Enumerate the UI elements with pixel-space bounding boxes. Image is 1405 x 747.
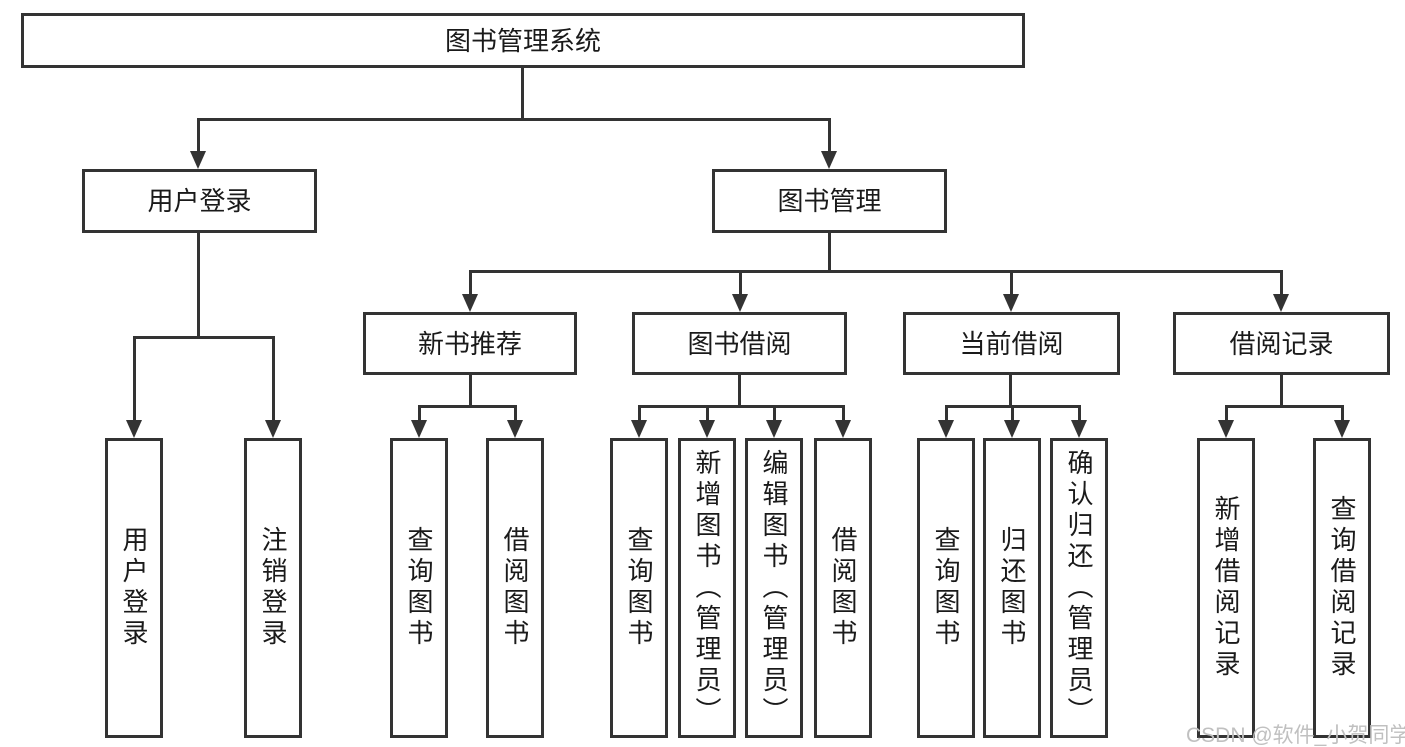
connector-arrowhead (190, 151, 206, 169)
connector-stem (773, 405, 776, 422)
connector-branch (133, 336, 275, 339)
node-label: 当前借阅 (959, 328, 1064, 359)
leaf-record-query: 查询借阅记录 (1313, 438, 1371, 738)
connector-arrowhead (265, 420, 281, 438)
connector-arrowhead (835, 420, 851, 438)
node-book-management: 图书管理 (712, 169, 947, 233)
node-label: 借阅图书 (500, 526, 530, 650)
connector-arrowhead (411, 420, 427, 438)
leaf-current-query-book: 查询图书 (917, 438, 975, 738)
connector-arrowhead (732, 294, 748, 312)
node-label: 新书推荐 (417, 328, 522, 359)
connector-arrowhead (507, 420, 523, 438)
node-borrow-record: 借阅记录 (1173, 312, 1390, 375)
node-label: 归还图书 (997, 526, 1027, 650)
leaf-logout-login: 注销登录 (244, 438, 302, 738)
leaf-borrow-add-book-admin: 新增图书（管理员） (678, 438, 736, 738)
connector-arrowhead (1004, 420, 1020, 438)
connector-stem (638, 405, 641, 422)
node-current-borrow: 当前借阅 (903, 312, 1120, 375)
connector-stem (272, 336, 275, 422)
connector-arrowhead (462, 294, 478, 312)
node-label: 查询图书 (931, 526, 961, 650)
connector-stem (739, 270, 742, 296)
connector-branch (469, 270, 1283, 273)
leaf-record-add: 新增借阅记录 (1197, 438, 1255, 738)
connector-arrowhead (699, 420, 715, 438)
connector-stem (418, 405, 421, 422)
connector-arrowhead (766, 420, 782, 438)
leaf-recommend-borrow-book: 借阅图书 (486, 438, 544, 738)
connector-stem (706, 405, 709, 422)
connector-stem (1341, 405, 1344, 422)
node-label: 注销登录 (258, 526, 288, 650)
connector-stem (514, 405, 517, 422)
connector-arrowhead (821, 151, 837, 169)
node-book-borrow: 图书借阅 (632, 312, 847, 375)
connector-stem (1078, 405, 1081, 422)
node-label: 图书管理系统 (444, 25, 601, 56)
connector-arrowhead (1003, 294, 1019, 312)
connector-stem (469, 375, 472, 408)
csdn-watermark: CSDN @软件_小贺同学 (1186, 724, 1405, 747)
connector-stem (133, 336, 136, 422)
leaf-recommend-query-book: 查询图书 (390, 438, 448, 738)
connector-branch (197, 118, 831, 121)
leaf-current-confirm-return-admin: 确认归还（管理员） (1050, 438, 1108, 738)
node-label: 借阅图书 (828, 526, 858, 650)
connector-stem (521, 68, 524, 120)
connector-stem (738, 375, 741, 408)
node-label: 新增图书（管理员） (692, 448, 722, 728)
connector-stem (828, 233, 831, 273)
node-label: 查询借阅记录 (1327, 495, 1357, 681)
leaf-borrow-edit-book-admin: 编辑图书（管理员） (745, 438, 803, 738)
connector-arrowhead (126, 420, 142, 438)
connector-branch (1225, 405, 1344, 408)
node-label: 新增借阅记录 (1211, 495, 1241, 681)
connector-branch (638, 405, 845, 408)
node-label: 图书借阅 (687, 328, 792, 359)
connector-stem (1011, 405, 1014, 422)
connector-stem (1009, 375, 1012, 408)
node-label: 用户登录 (119, 526, 149, 650)
connector-arrowhead (1273, 294, 1289, 312)
connector-stem (945, 405, 948, 422)
leaf-borrow-borrow-book: 借阅图书 (814, 438, 872, 738)
connector-arrowhead (1071, 420, 1087, 438)
leaf-current-return-book: 归还图书 (983, 438, 1041, 738)
node-label: 查询图书 (624, 526, 654, 650)
connector-branch (418, 405, 517, 408)
node-root-library-management-system: 图书管理系统 (21, 13, 1025, 68)
connector-stem (1280, 270, 1283, 296)
connector-stem (197, 233, 200, 339)
connector-arrowhead (1334, 420, 1350, 438)
connector-arrowhead (631, 420, 647, 438)
connector-stem (469, 270, 472, 296)
node-new-book-recommend: 新书推荐 (363, 312, 577, 375)
connector-arrowhead (1218, 420, 1234, 438)
connector-stem (197, 118, 200, 154)
node-label: 确认归还（管理员） (1064, 448, 1094, 728)
connector-stem (1280, 375, 1283, 408)
connector-stem (842, 405, 845, 422)
node-label: 编辑图书（管理员） (759, 448, 789, 728)
node-label: 用户登录 (147, 186, 252, 216)
node-label: 查询图书 (404, 526, 434, 650)
node-label: 借阅记录 (1229, 328, 1334, 359)
leaf-user-login: 用户登录 (105, 438, 163, 738)
connector-stem (1010, 270, 1013, 296)
leaf-borrow-query-book: 查询图书 (610, 438, 668, 738)
node-label: 图书管理 (777, 186, 882, 216)
node-user-login: 用户登录 (82, 169, 317, 233)
connector-arrowhead (938, 420, 954, 438)
connector-stem (1225, 405, 1228, 422)
connector-stem (828, 118, 831, 154)
